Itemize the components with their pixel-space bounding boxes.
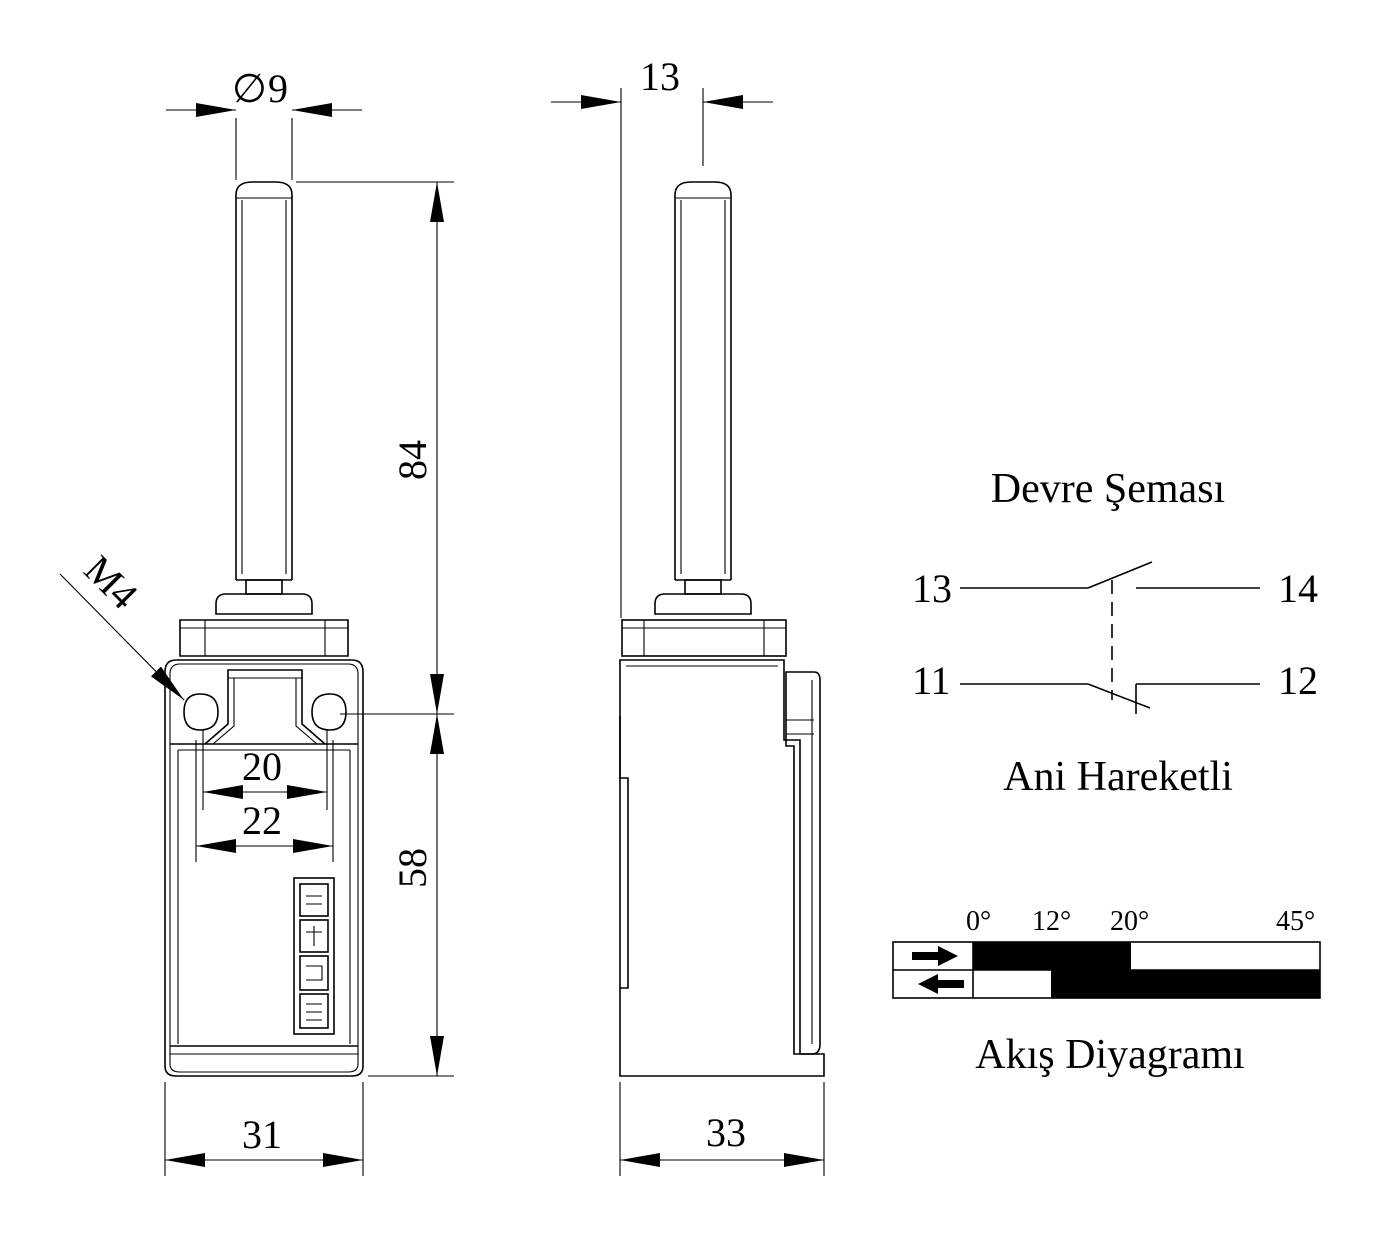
- dim-33: 33: [706, 1110, 746, 1155]
- circuit-subtitle: Ani Hareketli: [1003, 754, 1233, 800]
- switch-head: [179, 619, 349, 657]
- flow-bar-return-0: [1051, 970, 1320, 998]
- flow-bars: [973, 942, 1320, 998]
- mounting-hole-left: [183, 693, 219, 731]
- side-view: 13 33: [551, 54, 825, 1176]
- dim-hole-spacing: 20 22: [195, 730, 334, 862]
- mounting-holes: [183, 693, 347, 731]
- dim-total-height: 84: [296, 181, 454, 1077]
- dim-22: 22: [242, 798, 282, 843]
- flow-diagram: 0° 12° 20° 45° Akış Diyagramı: [892, 906, 1321, 1078]
- dim-diameter-value: 9: [268, 66, 288, 111]
- dim-58: 58: [390, 848, 435, 888]
- terminal-13: 13: [912, 566, 952, 611]
- side-body: [619, 659, 825, 1077]
- terminal-14: 14: [1278, 566, 1318, 611]
- diameter-symbol: ∅: [232, 66, 267, 111]
- dim-84: 84: [390, 440, 435, 480]
- dim-31: 31: [242, 1112, 282, 1157]
- flow-bar-forward-0: [973, 942, 1131, 970]
- plunger-rod: [215, 181, 313, 615]
- dim-width: 31: [164, 1082, 364, 1176]
- side-plunger: [654, 181, 752, 615]
- angle-20: 20°: [1110, 906, 1149, 937]
- dim-20: 20: [242, 744, 282, 789]
- circuit-diagram: Devre Şeması 13 14 11 12 Ani Hareketli: [912, 466, 1318, 800]
- mounting-hole-right: [311, 693, 347, 731]
- terminal-11: 11: [912, 658, 951, 703]
- angle-45: 45°: [1276, 906, 1315, 937]
- return-arrow-icon: [918, 974, 964, 994]
- thread-label: M4: [76, 547, 147, 618]
- dim-13: 13: [640, 54, 680, 99]
- side-head: [621, 619, 787, 657]
- front-view: ∅ 9 84 58 20 22: [59, 66, 454, 1176]
- circuit-title: Devre Şeması: [991, 466, 1225, 512]
- switch-body: [164, 659, 364, 1077]
- brand-logo: [293, 877, 335, 1035]
- angle-0: 0°: [966, 906, 991, 937]
- angle-12: 12°: [1032, 906, 1071, 937]
- dim-diameter: ∅ 9: [166, 66, 362, 180]
- forward-arrow-icon: [912, 946, 958, 966]
- dim-side-depth: 33: [619, 1082, 825, 1176]
- dim-side-offset: 13: [551, 54, 773, 618]
- flow-title: Akış Diyagramı: [975, 1032, 1244, 1078]
- dim-body-height: 58: [390, 714, 444, 1076]
- terminal-12: 12: [1278, 658, 1318, 703]
